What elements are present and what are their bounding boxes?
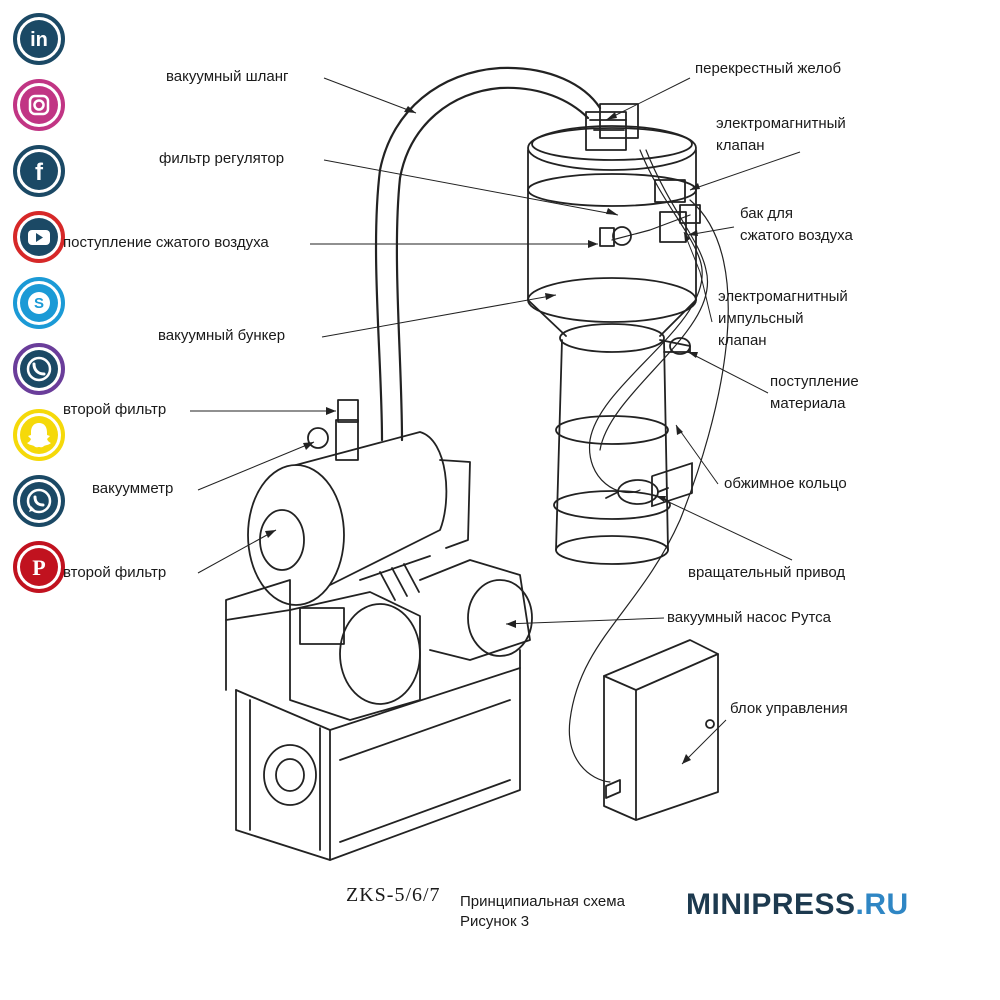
facebook-icon[interactable]: f <box>12 144 66 198</box>
scheme-caption: Принципиальная схема <box>460 893 625 910</box>
model-number: ZKS-5/6/7 <box>346 884 441 906</box>
skype-icon[interactable]: S <box>12 276 66 330</box>
site-logo[interactable]: MINIPRESS.RU <box>686 888 909 922</box>
label-second-filter-bottom: второй фильтр <box>63 564 167 581</box>
pinterest-icon[interactable]: P <box>12 540 66 594</box>
label-air-tank-1: бак для <box>740 205 793 222</box>
instagram-icon[interactable] <box>12 78 66 132</box>
lower-column <box>553 323 691 565</box>
youtube-icon[interactable] <box>12 210 66 264</box>
label-control-box: блок управления <box>730 700 848 717</box>
svg-text:S: S <box>34 295 44 312</box>
label-solenoid-valve-2: клапан <box>716 137 765 154</box>
viber-icon[interactable] <box>12 342 66 396</box>
figure-caption: Рисунок 3 <box>460 913 530 930</box>
label-second-filter-top: второй фильтр <box>63 401 167 418</box>
whatsapp-icon[interactable] <box>12 474 66 528</box>
valve-cluster <box>599 179 701 247</box>
pump-assembly <box>289 555 533 721</box>
vacuum-hopper <box>527 125 697 337</box>
label-air-tank-2: сжатого воздуха <box>740 227 853 244</box>
label-clamp-ring: обжимное кольцо <box>724 475 847 492</box>
vacuum-hose <box>374 66 602 442</box>
linkedin-icon[interactable]: in <box>12 12 66 66</box>
label-pulse-valve-1: электромагнитный <box>718 288 848 305</box>
base-frame <box>225 579 521 861</box>
svg-text:P: P <box>32 555 45 580</box>
pneumatic-lines <box>568 149 729 783</box>
logo-part-1: MINIPRESS <box>686 888 856 921</box>
svg-text:in: in <box>30 29 48 51</box>
label-pulse-valve-2: импульсный <box>718 310 804 327</box>
label-pulse-valve-3: клапан <box>718 332 767 349</box>
label-vacuum-hopper: вакуумный бункер <box>158 327 286 344</box>
label-solenoid-valve-1: электромагнитный <box>716 115 846 132</box>
rotary-drive <box>605 479 669 505</box>
label-vacuum-gauge: вакуумметр <box>92 480 174 497</box>
logo-part-2: .RU <box>855 888 909 921</box>
label-vacuum-hose: вакуумный шланг <box>166 68 289 85</box>
cross-chute <box>585 103 639 151</box>
label-material-inlet-2: материала <box>770 395 846 412</box>
label-material-inlet-1: поступление <box>770 373 859 390</box>
label-cross-chute: перекрестный желоб <box>695 60 842 77</box>
label-compressed-air-inlet: поступление сжатого воздуха <box>63 234 269 251</box>
filter-cylinder <box>247 399 471 606</box>
label-roots-pump: вакуумный насос Рутса <box>667 609 831 626</box>
control-box-drawing <box>603 462 719 821</box>
label-filter-regulator: фильтр регулятор <box>159 150 285 167</box>
svg-text:f: f <box>35 159 44 186</box>
label-rotary-drive: вращательный привод <box>688 564 846 581</box>
snapchat-icon[interactable] <box>12 408 66 462</box>
